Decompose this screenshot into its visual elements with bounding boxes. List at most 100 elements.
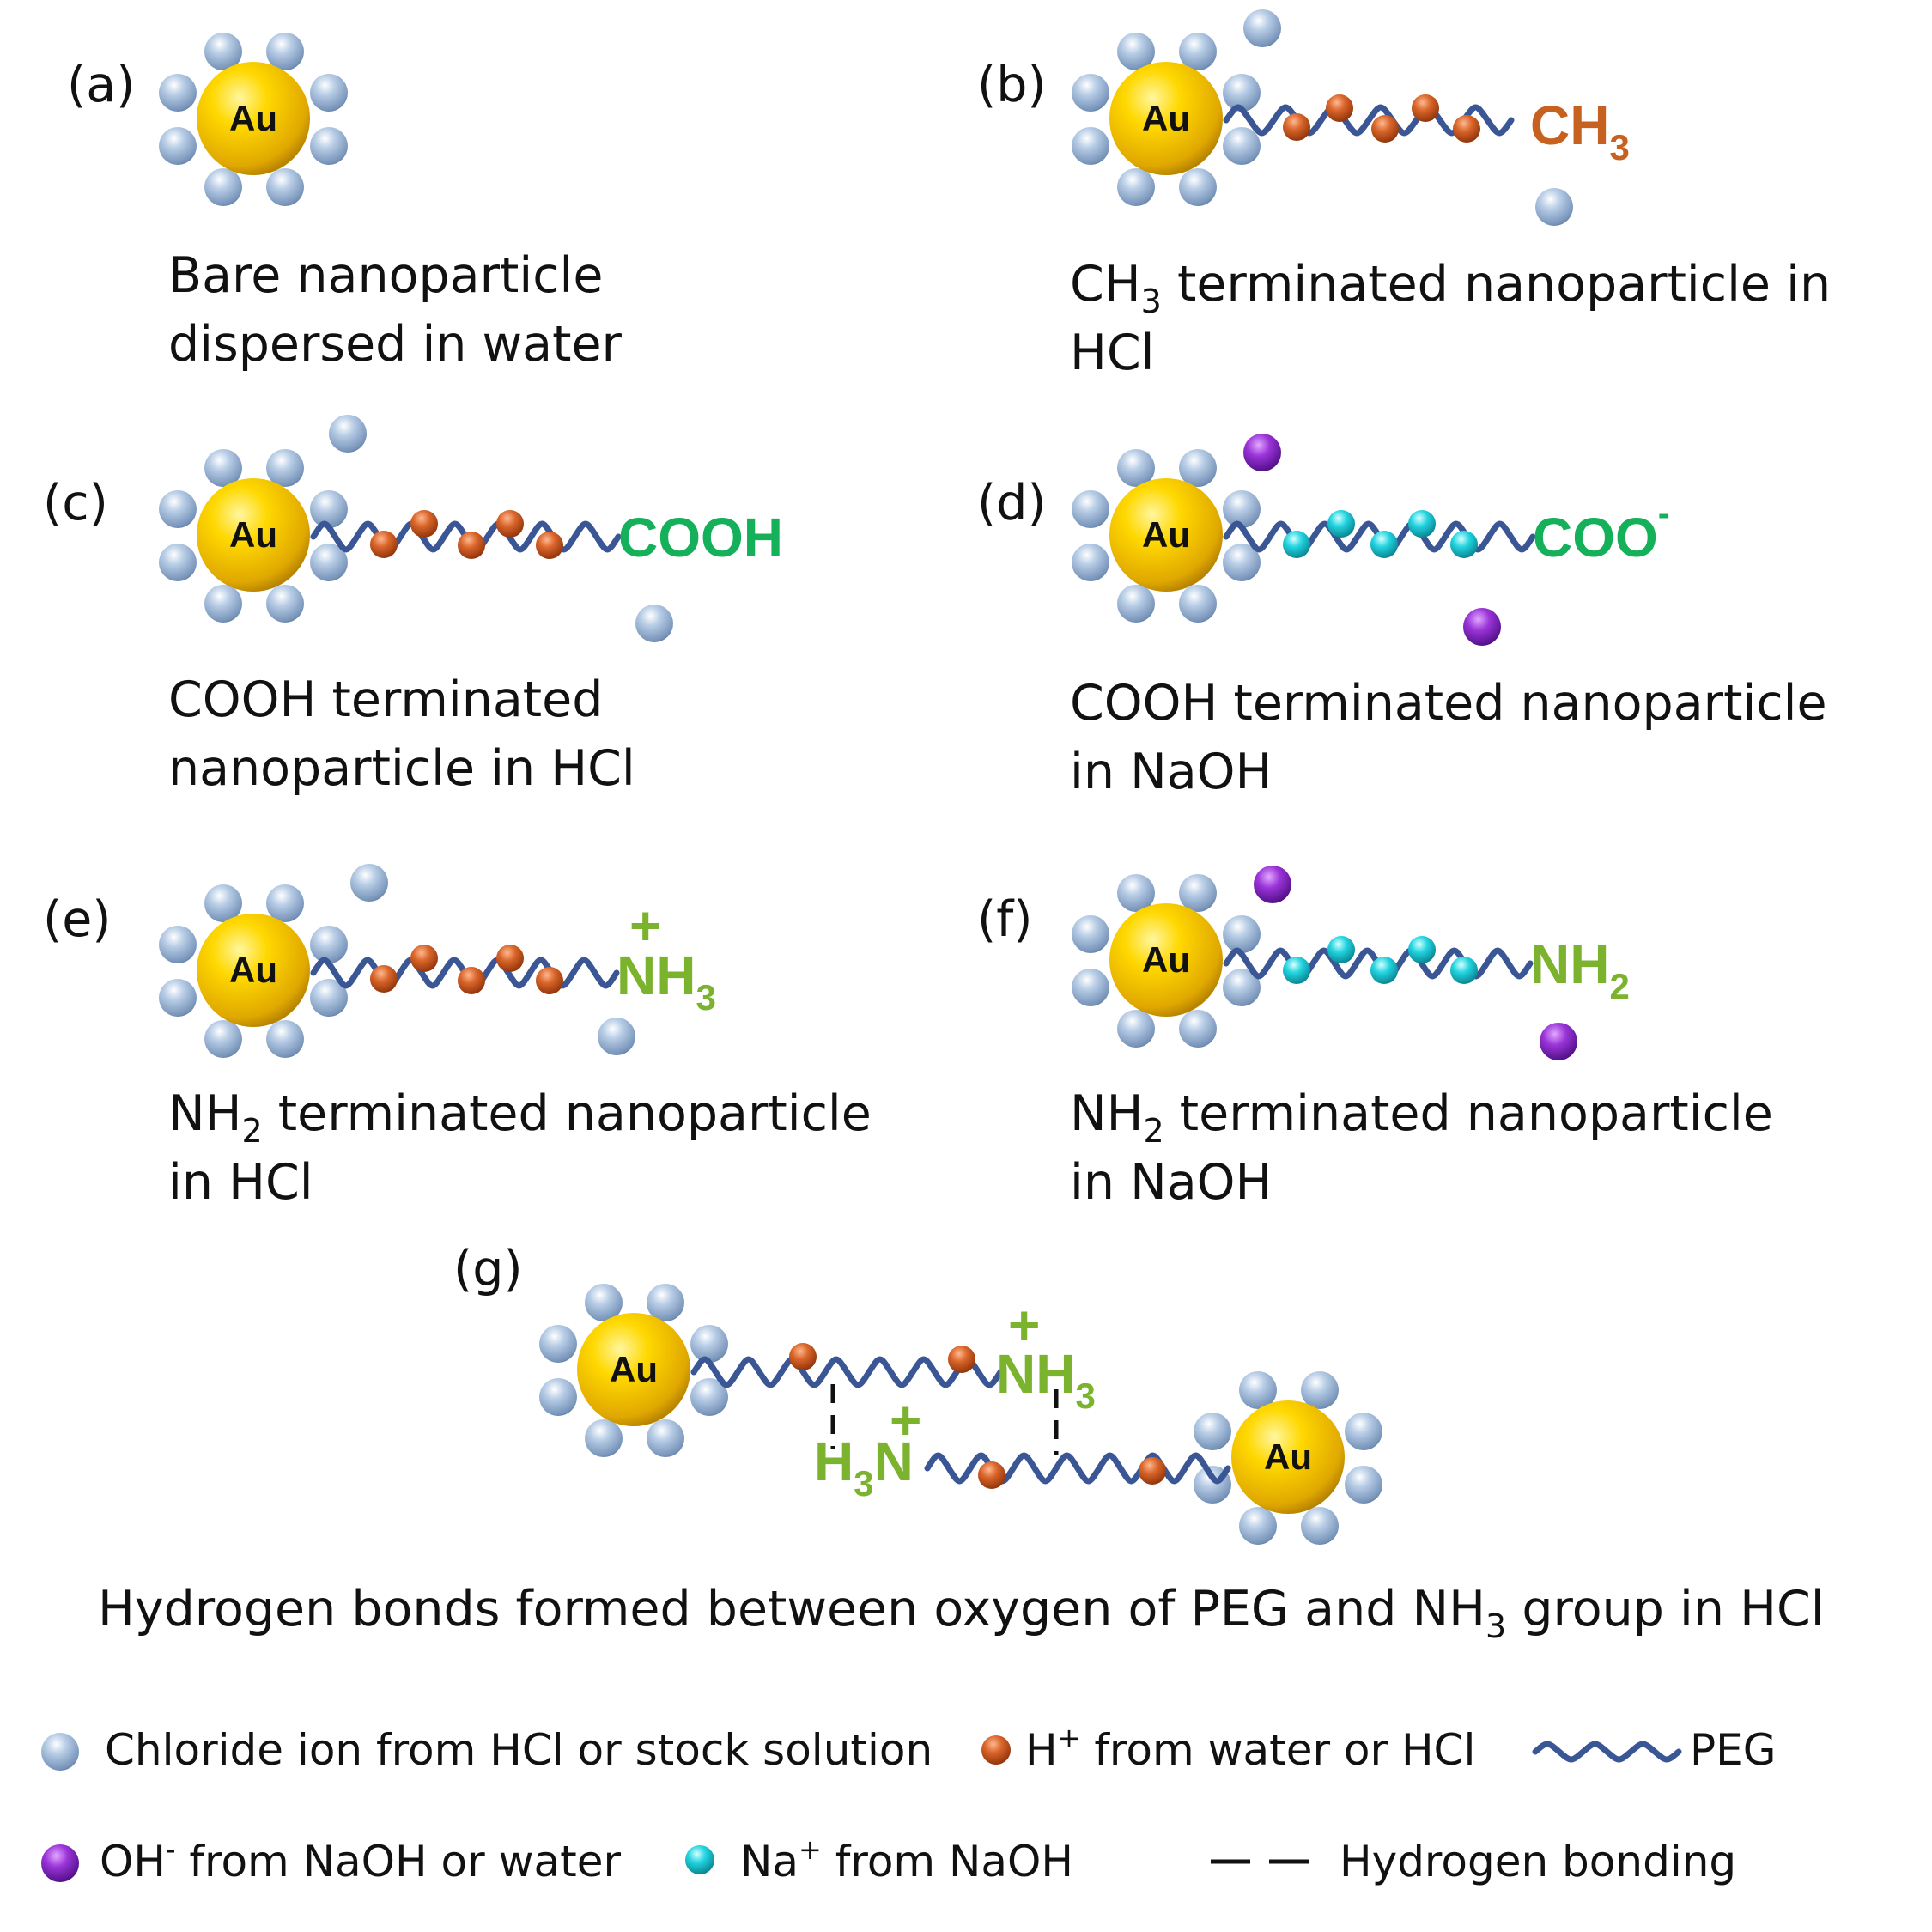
proton <box>496 510 524 538</box>
panel-d-label: (d) <box>977 475 1047 532</box>
chloride-ion <box>1072 127 1109 165</box>
legend-item-sodium: Na+ from NaOH <box>685 1833 1073 1886</box>
sodium-ion <box>1327 936 1355 963</box>
chloride-ion <box>1117 585 1155 623</box>
chloride-ion <box>1117 33 1155 70</box>
chloride-ion <box>1223 127 1261 165</box>
nh2-group: NH2 <box>1530 933 1630 1006</box>
chloride-ion <box>1117 874 1155 912</box>
chloride-ion <box>159 544 197 581</box>
hydroxide-ion <box>1540 1023 1577 1060</box>
panel-a: (a) Au Bare nanoparticle dispersed in wa… <box>67 33 623 373</box>
proton <box>496 945 524 972</box>
chloride-ion <box>1072 490 1109 528</box>
chloride-ion <box>598 1018 635 1055</box>
panel-e-caption-line2: in HCl <box>168 1154 313 1211</box>
proton <box>410 945 438 972</box>
chloride-ion <box>266 168 304 206</box>
peg-chain <box>690 1356 1004 1388</box>
proton <box>978 1461 1005 1489</box>
legend: Chloride ion from HCl or stock solution … <box>41 1722 1777 1886</box>
panel-a-label: (a) <box>67 57 135 113</box>
cooh-group: COOH <box>618 507 783 568</box>
panel-e-caption-line1: NH2 terminated nanoparticle <box>168 1085 872 1150</box>
chloride-ion <box>1301 1507 1339 1545</box>
chloride-ion <box>310 127 348 165</box>
nanoparticle: Au <box>539 1284 728 1457</box>
chloride-ion <box>690 1325 728 1363</box>
panel-f-caption-line1: NH2 terminated nanoparticle <box>1070 1085 1773 1150</box>
gold-core <box>577 1313 690 1426</box>
sodium-ion <box>1283 531 1310 558</box>
proton <box>1326 94 1353 122</box>
chloride-ion <box>204 449 242 487</box>
chloride-ion <box>585 1284 623 1321</box>
proton <box>458 967 485 994</box>
chloride-ion <box>266 449 304 487</box>
chloride-ion <box>1243 9 1281 47</box>
proton <box>1371 115 1399 143</box>
legend-item-chloride: Chloride ion from HCl or stock solution <box>41 1725 933 1775</box>
gold-core <box>1109 903 1223 1017</box>
plus-charge: + <box>890 1389 921 1451</box>
legend-item-peg: PEG <box>1532 1725 1777 1775</box>
chloride-ion <box>350 864 388 902</box>
sodium-ion <box>1450 531 1478 558</box>
panel-g: (g) Au Au + NH3 + H3N Hydrogen bonds for… <box>98 1241 1825 1645</box>
chloride-ion <box>1179 33 1217 70</box>
proton <box>981 1735 1011 1765</box>
sodium-ion <box>1408 936 1436 963</box>
chloride-ion <box>1223 74 1261 112</box>
chloride-ion <box>310 74 348 112</box>
chloride-ion <box>1535 188 1573 226</box>
chloride-ion <box>1301 1371 1339 1409</box>
panel-d-caption-line1: COOH terminated nanoparticle <box>1070 675 1827 732</box>
gold-core <box>1109 478 1223 592</box>
chloride-ion <box>310 979 348 1017</box>
au-label: Au <box>229 514 277 555</box>
plus-charge: + <box>1008 1294 1040 1356</box>
peg-chain <box>924 1452 1231 1485</box>
chloride-ion <box>159 127 197 165</box>
chloride-ion <box>159 926 197 963</box>
chloride-ion <box>1117 1010 1155 1048</box>
gold-core <box>197 478 310 592</box>
sodium-ion <box>1327 510 1355 538</box>
chloride-ion <box>1239 1371 1277 1409</box>
h3n-group: H3N <box>814 1431 914 1504</box>
chloride-ion <box>266 33 304 70</box>
chloride-ion <box>159 490 197 528</box>
chloride-ion <box>266 585 304 623</box>
chloride-ion <box>329 415 367 453</box>
proton <box>1453 115 1480 143</box>
chloride-ion <box>204 585 242 623</box>
chloride-ion <box>1179 1010 1217 1048</box>
panel-d-caption-line2: in NaOH <box>1070 744 1272 800</box>
chloride-ion <box>1072 915 1109 953</box>
panel-e-label: (e) <box>43 891 112 948</box>
chloride-ion <box>204 33 242 70</box>
proton <box>458 532 485 559</box>
proton <box>1412 94 1439 122</box>
au-label: Au <box>610 1349 658 1389</box>
panel-b-label: (b) <box>977 57 1047 113</box>
legend-item-proton: H+ from water or HCl <box>981 1722 1475 1775</box>
proton <box>410 510 438 538</box>
legend-proton-label: H+ from water or HCl <box>1025 1722 1475 1775</box>
au-label: Au <box>229 98 277 138</box>
sodium-ion <box>1408 510 1436 538</box>
chloride-ion <box>585 1419 623 1457</box>
chloride-ion <box>1223 969 1261 1006</box>
legend-item-hydroxide: OH- from NaOH or water <box>41 1833 621 1886</box>
gold-core <box>197 914 310 1027</box>
chloride-ion <box>1345 1466 1382 1504</box>
panel-g-label: (g) <box>453 1241 523 1297</box>
nanoparticle: Au <box>1072 449 1261 623</box>
sodium-ion <box>1283 957 1310 984</box>
chloride-ion <box>1179 585 1217 623</box>
hydroxide-ion <box>1254 866 1291 903</box>
chloride-ion <box>1223 915 1261 953</box>
plus-charge: + <box>629 895 661 957</box>
au-label: Au <box>1264 1437 1312 1477</box>
